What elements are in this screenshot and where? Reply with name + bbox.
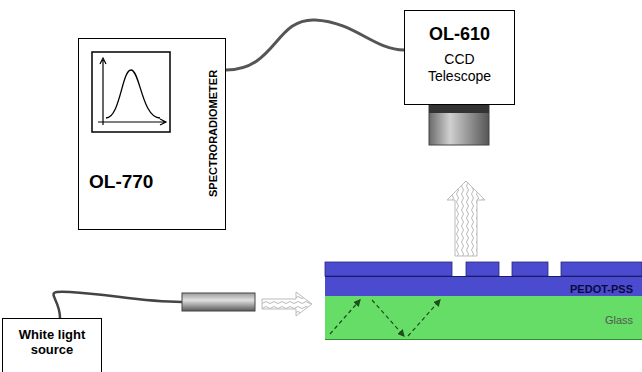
model-number: OL-770: [89, 171, 153, 193]
telescope-lens: [429, 105, 489, 145]
layer-label: Glass: [605, 313, 633, 327]
chart-icon: [92, 52, 170, 132]
layer-label: PEDOT-PSS: [570, 282, 633, 296]
spectrum-peak: [106, 70, 160, 118]
pedot-pss-layer: PEDOT-PSS: [325, 276, 642, 298]
fibre-probe: [182, 293, 255, 311]
telescope-lens-ring: [429, 105, 489, 113]
model-number: OL-610: [413, 23, 506, 45]
glass-layer: Glass: [325, 296, 642, 340]
instrument-name: CCD Telescope: [420, 51, 500, 85]
chart-axis: [98, 119, 166, 125]
emission-arrow: [447, 181, 485, 256]
cable-connector: [226, 20, 404, 70]
instrument-name: SPECTRORADIOMETER: [207, 69, 219, 196]
spectroradiometer-box: OL-770 SPECTRORADIOMETER: [78, 38, 226, 230]
light-arrow: [262, 292, 312, 316]
optical-fibre: [53, 292, 182, 318]
cable-line: [226, 20, 404, 70]
chart-axis: [100, 58, 106, 125]
telescope-box: OL-610CCD Telescope: [404, 10, 515, 105]
source-label: White light source: [7, 327, 97, 357]
light-source-box: White light source: [2, 318, 102, 372]
grating-ridges: [325, 262, 642, 276]
